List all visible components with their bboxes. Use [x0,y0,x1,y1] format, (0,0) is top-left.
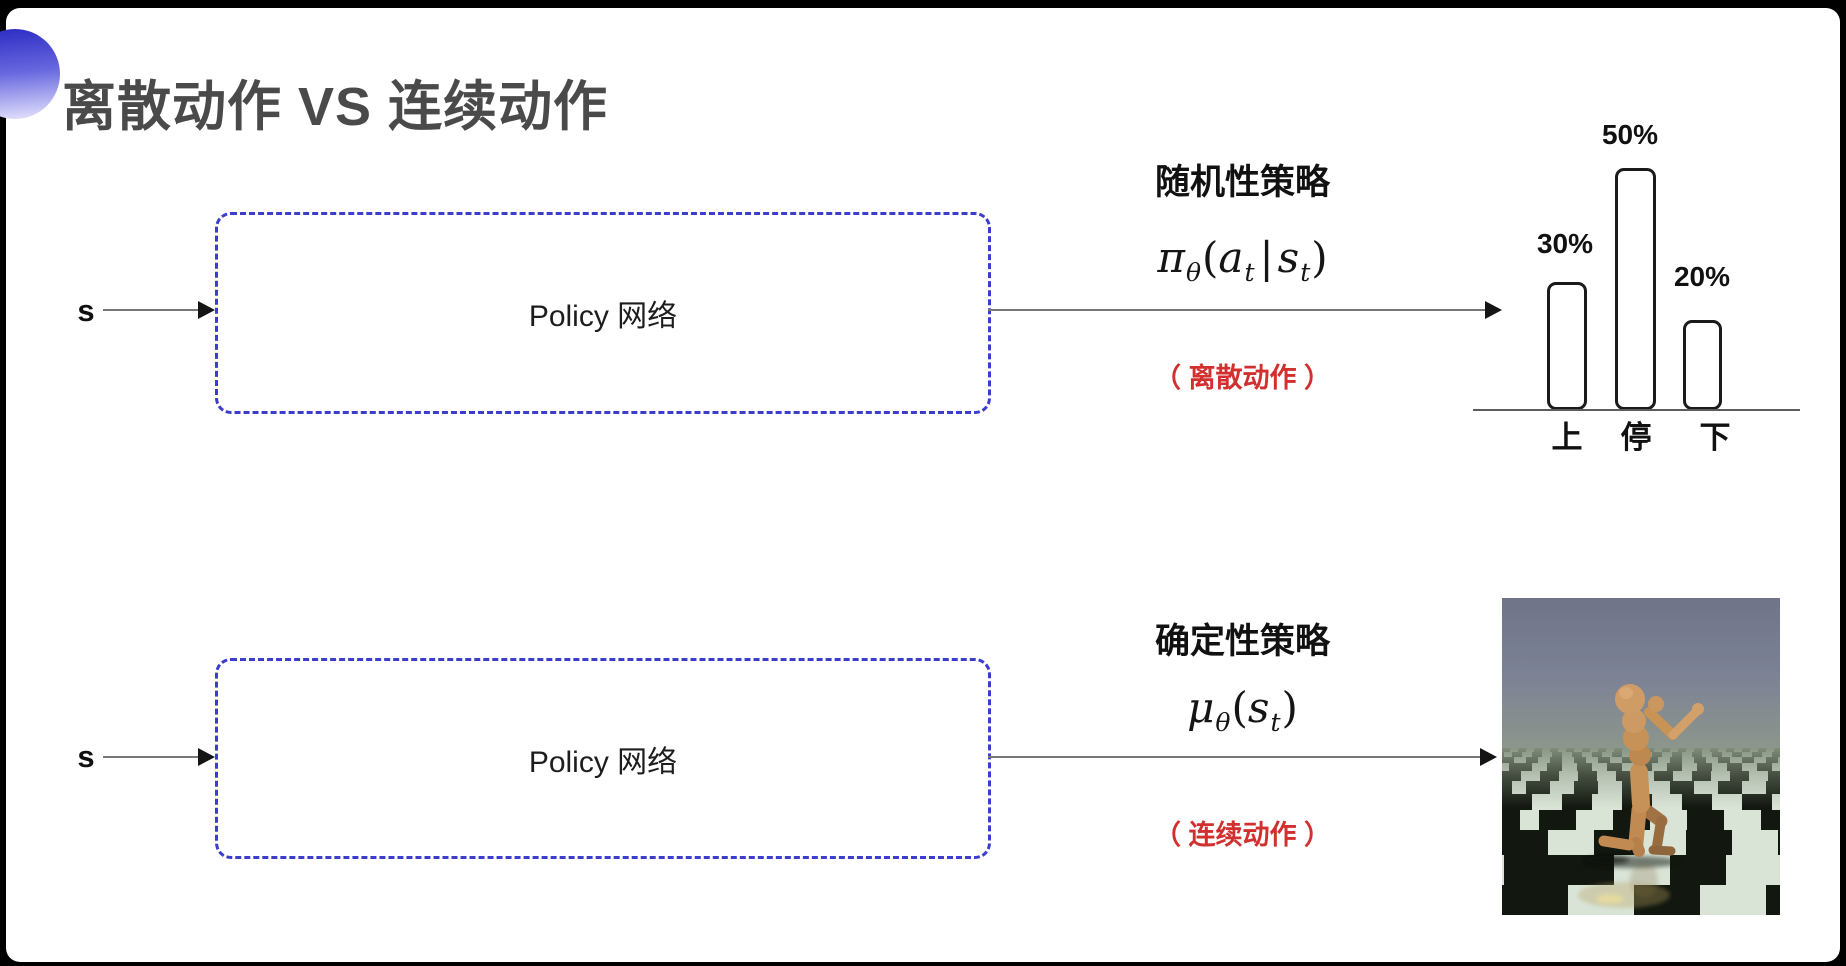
chart-baseline [1473,409,1800,411]
formula-glyph: | [1259,233,1274,282]
humanoid-robot-figure [1578,684,1704,908]
formula-subscript: θ [1215,708,1231,737]
input-arrow-head-bottom [198,748,215,766]
deterministic-policy-formula: μθ(st) [1090,684,1395,747]
bar-category-label-down: 下 [1699,420,1731,455]
policy-network-box-bottom: Policy 网络 [215,658,991,859]
policy-network-box-top: Policy 网络 [215,212,991,414]
bar-value-label-stop: 50% [1601,119,1659,150]
formula-glyph: ( [1231,683,1248,732]
bar-category-label-up: 上 [1551,420,1583,455]
formula-glyph: ( [1202,233,1219,282]
page-title: 离散动作 VS 连续动作 [62,77,609,138]
formula-subscript: t [1270,708,1281,737]
bar-down [1683,320,1722,410]
stochastic-policy-title: 随机性策略 [1154,163,1330,202]
bar-category-label-stop: 停 [1620,420,1652,455]
bar-up [1547,282,1587,410]
deterministic-policy-title: 确定性策略 [1154,622,1330,661]
formula-glyph: s [1277,233,1300,282]
output-arrow-head-top [1485,301,1502,319]
formula-glyph: ) [1281,683,1298,732]
input-arrow-line-bottom [103,756,199,758]
formula-glyph: ) [1311,233,1328,282]
formula-glyph: a [1218,233,1244,282]
policy-network-label-top: Policy 网络 [528,300,678,333]
stochastic-policy-formula: πθ(at|st) [1090,232,1395,299]
bar-value-label-up: 30% [1536,228,1594,259]
state-input-label-bottom: s [77,739,95,774]
formula-glyph: s [1247,683,1270,732]
input-arrow-head-top [198,301,215,319]
bar-stop [1615,168,1656,410]
continuous-action-note: （ 连续动作 ） [1153,820,1331,850]
state-input-label-top: s [77,293,95,328]
action-probability-chart: 30% 50% 20% 上 停 下 [1455,110,1815,460]
formula-subscript: θ [1185,258,1202,287]
output-arrow-line-top [988,309,1485,311]
policy-network-label-bottom: Policy 网络 [528,745,678,779]
discrete-action-note: （ 离散动作 ） [1153,363,1331,393]
humanoid-simulation-image [1502,598,1780,915]
formula-subscript: t [1244,258,1255,287]
formula-glyph: μ [1187,683,1215,732]
output-arrow-head-bottom [1480,748,1497,766]
input-arrow-line-top [103,309,199,311]
formula-glyph: π [1157,233,1185,282]
formula-subscript: t [1300,258,1311,287]
bar-value-label-down: 20% [1673,261,1731,292]
output-arrow-line-bottom [988,756,1480,758]
